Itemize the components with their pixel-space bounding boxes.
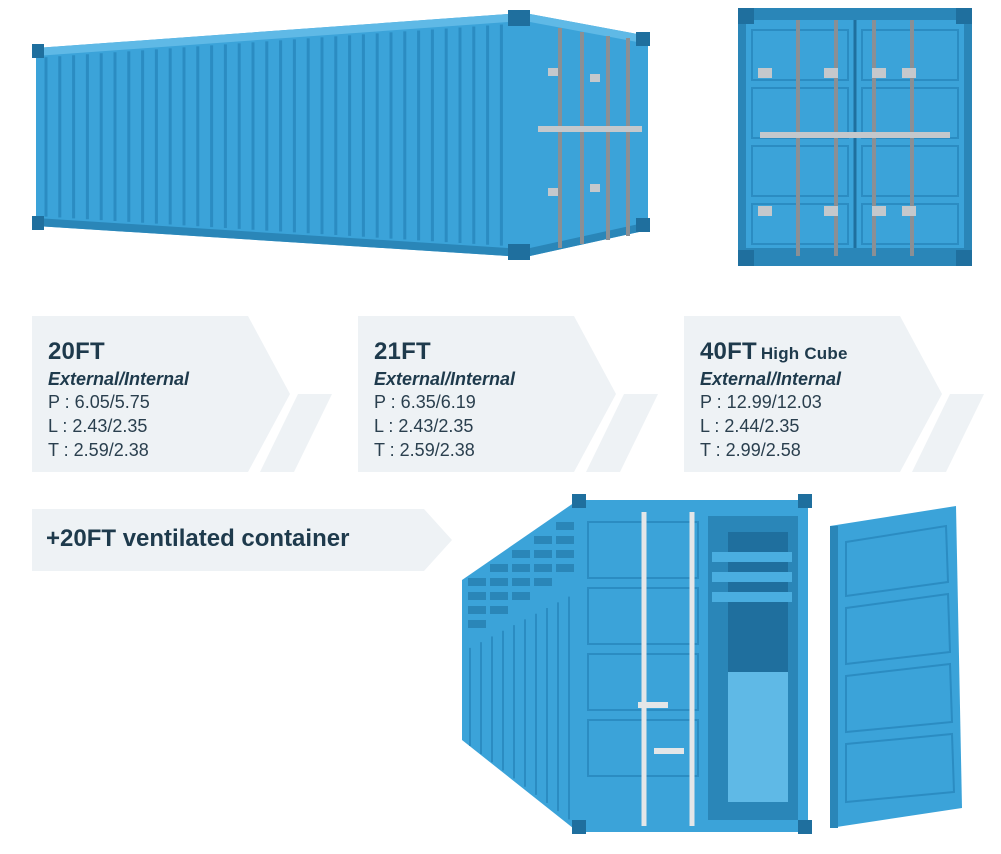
card-background-chevron (684, 316, 984, 472)
card-height: T : 2.59/2.38 (48, 440, 149, 460)
card-subtitle: External/Internal (374, 369, 516, 389)
card-width: L : 2.43/2.35 (48, 416, 148, 436)
ventilated-container-illustration (462, 494, 962, 834)
ventilated-container-banner: +20FT ventilated container (32, 509, 452, 571)
card-length: P : 12.99/12.03 (700, 392, 822, 412)
card-title: 20FT (48, 338, 105, 365)
banner-background-chevron (32, 509, 452, 571)
card-subtitle: External/Internal (48, 369, 190, 389)
side-view-container-illustration (32, 10, 650, 260)
spec-card-21ft: 21FT External/Internal P : 6.35/6.19 L :… (358, 316, 658, 472)
card-subtitle: External/Internal (700, 369, 842, 389)
banner-label: +20FT ventilated container (46, 525, 350, 552)
card-background-chevron (32, 316, 332, 472)
card-width: L : 2.44/2.35 (700, 416, 800, 436)
card-height: T : 2.99/2.58 (700, 440, 801, 460)
card-width: L : 2.43/2.35 (374, 416, 474, 436)
spec-card-20ft: 20FT External/Internal P : 6.05/5.75 L :… (32, 316, 332, 472)
card-background-chevron (358, 316, 658, 472)
front-doors-container-illustration (738, 8, 972, 266)
card-title: 21FT (374, 338, 431, 365)
card-height: T : 2.59/2.38 (374, 440, 475, 460)
card-length: P : 6.35/6.19 (374, 392, 476, 412)
card-length: P : 6.05/5.75 (48, 392, 150, 412)
